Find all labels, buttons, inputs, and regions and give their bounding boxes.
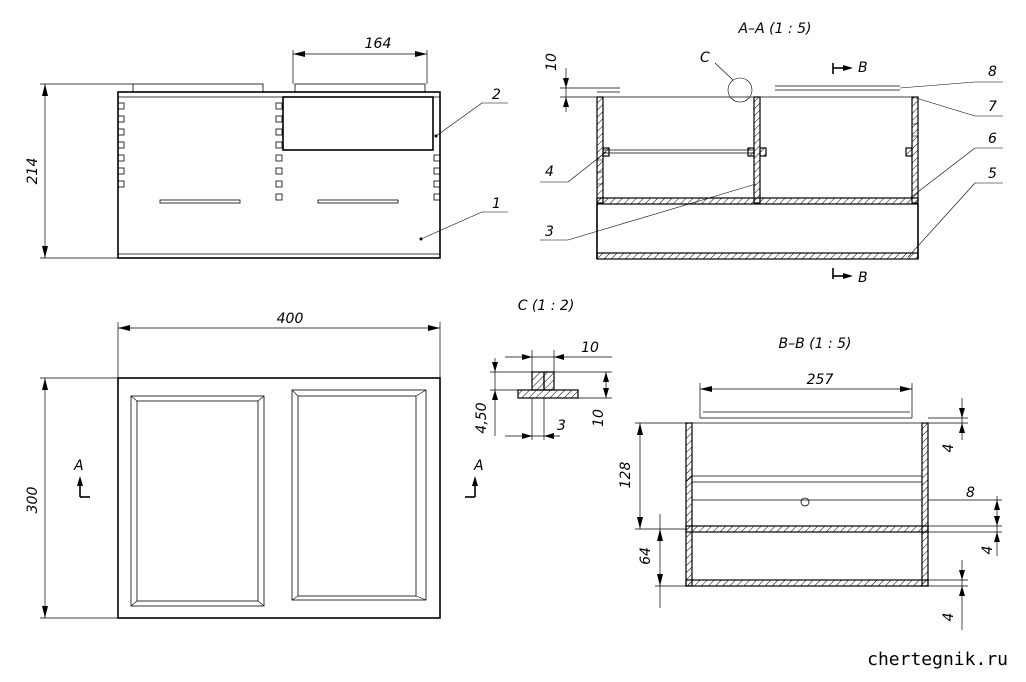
section-marker-right: A (465, 458, 484, 498)
front-view: 164 214 2 1 (25, 36, 508, 259)
dim-bb-mid-4: 4 (928, 531, 1002, 556)
svg-text:4: 4 (941, 613, 957, 622)
dim-bb-8: 8 (928, 485, 1002, 532)
svg-text:6: 6 (988, 131, 997, 147)
detail-c-dim-bottom: 3 (557, 418, 566, 434)
slot-column-right (433, 154, 441, 201)
dim-164-label: 164 (365, 36, 392, 52)
dim-128: 128 (618, 422, 686, 530)
svg-text:10: 10 (544, 53, 560, 71)
dim-aa-10: 10 (544, 53, 620, 112)
dim-bb-top-4: 4 (928, 398, 968, 452)
slot-column-left (117, 102, 125, 188)
callout-8: 8 (899, 64, 1003, 89)
dim-214: 214 (25, 83, 133, 259)
svg-text:1: 1 (492, 196, 501, 212)
detail-c-dim-top: 10 (581, 340, 599, 356)
svg-text:3: 3 (545, 224, 554, 240)
callout-2: 2 (434, 87, 508, 138)
callout-6: 6 (909, 131, 1003, 199)
dim-bb-bottom-4: 4 (928, 560, 968, 630)
svg-text:C: C (700, 50, 710, 66)
callout-3: 3 (540, 183, 757, 241)
svg-text:B: B (858, 270, 868, 286)
dim-300-label: 300 (25, 487, 41, 514)
section-marker-b-top: B (832, 60, 868, 76)
svg-text:4: 4 (545, 164, 554, 180)
section-marker-b-bottom: B (832, 268, 868, 286)
section-bb-title: B–B (1 : 5) (778, 336, 851, 352)
svg-text:A: A (73, 458, 84, 474)
svg-text:8: 8 (966, 485, 975, 501)
section-aa: A–A (1 : 5) C (540, 21, 1003, 286)
detail-c-title: C (1 : 2) (518, 298, 575, 314)
svg-text:8: 8 (988, 64, 997, 80)
dim-300: 300 (25, 377, 118, 619)
slot-column-middle (275, 102, 283, 201)
detail-c-marker: C (700, 50, 753, 103)
dim-400: 400 (117, 311, 441, 378)
svg-text:5: 5 (988, 166, 997, 182)
callout-4: 4 (540, 151, 607, 183)
svg-text:2: 2 (492, 87, 501, 103)
detail-c-dim-left: 4,50 (474, 402, 490, 433)
svg-text:4: 4 (980, 546, 996, 555)
callout-5: 5 (907, 166, 1003, 258)
watermark: chertegnik.ru (867, 649, 1008, 670)
callout-7: 7 (915, 97, 1003, 117)
section-aa-title: A–A (1 : 5) (738, 21, 812, 37)
detail-c-dim-right: 10 (591, 409, 607, 427)
svg-text:64: 64 (638, 547, 654, 565)
svg-text:4: 4 (941, 444, 957, 453)
svg-text:7: 7 (988, 99, 997, 115)
dim-400-label: 400 (277, 311, 304, 327)
dim-214-label: 214 (25, 158, 41, 185)
detail-c: C (1 : 2) 10 4,50 10 3 (474, 298, 612, 440)
svg-text:257: 257 (807, 372, 834, 388)
callout-1: 1 (419, 196, 508, 241)
svg-text:128: 128 (618, 462, 634, 489)
plan-view: 400 300 A A (25, 311, 484, 619)
section-bb: B–B (1 : 5) 257 (618, 336, 1002, 630)
dim-64: 64 (638, 514, 686, 608)
section-marker-left: A (73, 458, 90, 498)
dim-257: 257 (699, 372, 913, 418)
dim-164: 164 (292, 36, 428, 84)
svg-text:A: A (473, 458, 484, 474)
svg-text:B: B (858, 60, 868, 76)
